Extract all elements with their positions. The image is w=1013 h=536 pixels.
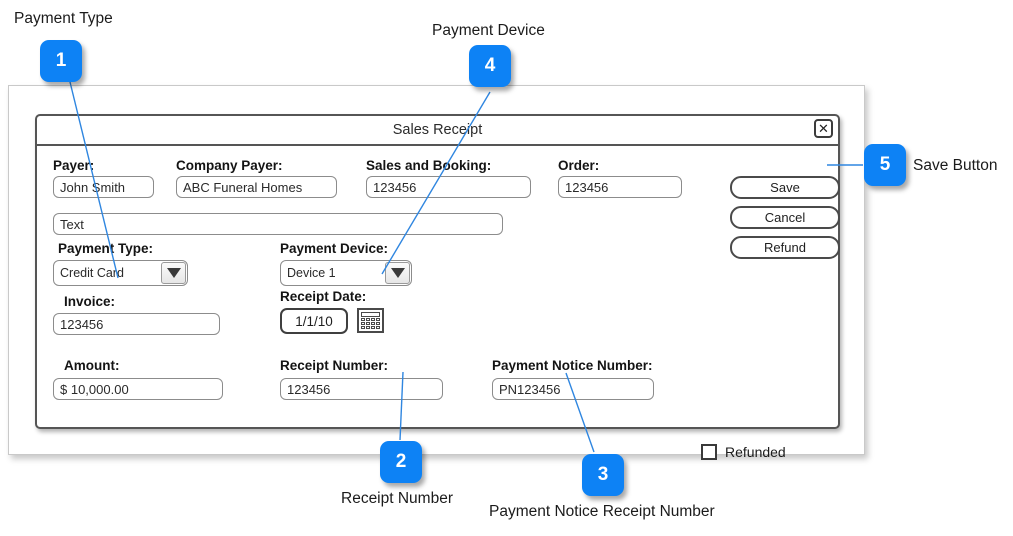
receipt-date-input[interactable]: 1/1/10 xyxy=(280,308,348,334)
close-icon[interactable]: ✕ xyxy=(814,119,833,138)
receipt-date-label: Receipt Date: xyxy=(280,289,367,304)
refunded-checkbox-group[interactable]: Refunded xyxy=(701,444,786,460)
payment-device-label: Payment Device: xyxy=(280,241,389,256)
save-button[interactable]: Save xyxy=(730,176,840,199)
dialog-title: Sales Receipt xyxy=(392,122,483,138)
callout-label-payment-device: Payment Device xyxy=(432,22,545,39)
invoice-label: Invoice: xyxy=(64,294,116,309)
payment-notice-number-label: Payment Notice Number: xyxy=(492,358,653,373)
receipt-number-input[interactable]: 123456 xyxy=(280,378,443,400)
receipt-number-label: Receipt Number: xyxy=(280,358,389,373)
payment-device-value: Device 1 xyxy=(287,266,336,280)
refunded-label: Refunded xyxy=(725,444,786,460)
sales-and-booking-label: Sales and Booking: xyxy=(366,158,492,173)
company-payer-label: Company Payer: xyxy=(176,158,283,173)
amount-label: Amount: xyxy=(64,358,120,373)
payment-type-value: Credit Card xyxy=(60,266,124,280)
payment-device-select[interactable]: Device 1 xyxy=(280,260,412,286)
chevron-down-icon[interactable] xyxy=(385,262,410,284)
payment-type-select[interactable]: Credit Card xyxy=(53,260,188,286)
refunded-checkbox[interactable] xyxy=(701,444,717,460)
dialog-body: Payer: Company Payer: Sales and Booking:… xyxy=(37,146,840,460)
sales-and-booking-input[interactable]: 123456 xyxy=(366,176,531,198)
order-input[interactable]: 123456 xyxy=(558,176,682,198)
refund-button[interactable]: Refund xyxy=(730,236,840,259)
note-input[interactable]: Text xyxy=(53,213,503,235)
calendar-icon[interactable] xyxy=(357,308,384,333)
payment-type-label: Payment Type: xyxy=(58,241,154,256)
payer-label: Payer: xyxy=(53,158,95,173)
payer-input[interactable]: John Smith xyxy=(53,176,154,198)
company-payer-input[interactable]: ABC Funeral Homes xyxy=(176,176,337,198)
dialog-titlebar: Sales Receipt ✕ xyxy=(37,116,838,146)
invoice-input[interactable]: 123456 xyxy=(53,313,220,335)
callout-label-receipt-number: Receipt Number xyxy=(341,490,453,507)
callout-label-payment-type: Payment Type xyxy=(14,10,113,27)
callout-badge-5: 5 xyxy=(864,144,906,186)
callout-label-payment-notice-receipt-number: Payment Notice Receipt Number xyxy=(489,503,715,520)
callout-badge-3: 3 xyxy=(582,454,624,496)
cancel-button[interactable]: Cancel xyxy=(730,206,840,229)
callout-badge-1: 1 xyxy=(40,40,82,82)
callout-badge-4: 4 xyxy=(469,45,511,87)
order-label: Order: xyxy=(558,158,600,173)
sales-receipt-dialog: Sales Receipt ✕ Payer: Company Payer: Sa… xyxy=(35,114,840,460)
amount-input[interactable]: $ 10,000.00 xyxy=(53,378,223,400)
callout-badge-2: 2 xyxy=(380,441,422,483)
chevron-down-icon[interactable] xyxy=(161,262,186,284)
application-window: Sales Receipt ✕ Payer: Company Payer: Sa… xyxy=(8,85,865,460)
payment-notice-number-input[interactable]: PN123456 xyxy=(492,378,654,400)
callout-label-save-button: Save Button xyxy=(913,157,998,174)
